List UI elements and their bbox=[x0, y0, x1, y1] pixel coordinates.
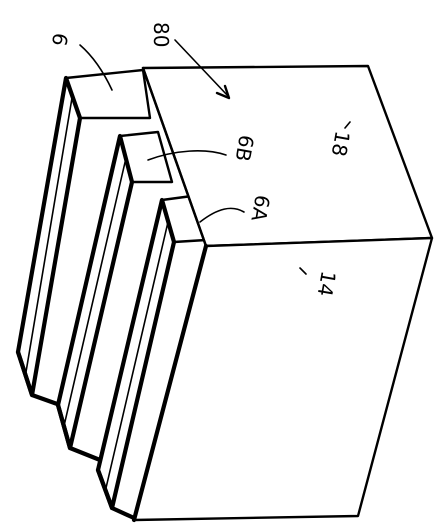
main-block bbox=[134, 66, 432, 520]
fin-6-edge-line bbox=[26, 98, 72, 372]
label-18: 18 bbox=[327, 129, 355, 158]
label-6: 6 bbox=[47, 31, 73, 48]
label-14: 14 bbox=[313, 269, 341, 298]
label-6b: 6B bbox=[230, 133, 258, 163]
label-6a: 6A bbox=[246, 193, 274, 223]
block-front-face bbox=[134, 238, 432, 520]
label-80: 80 bbox=[149, 22, 173, 47]
